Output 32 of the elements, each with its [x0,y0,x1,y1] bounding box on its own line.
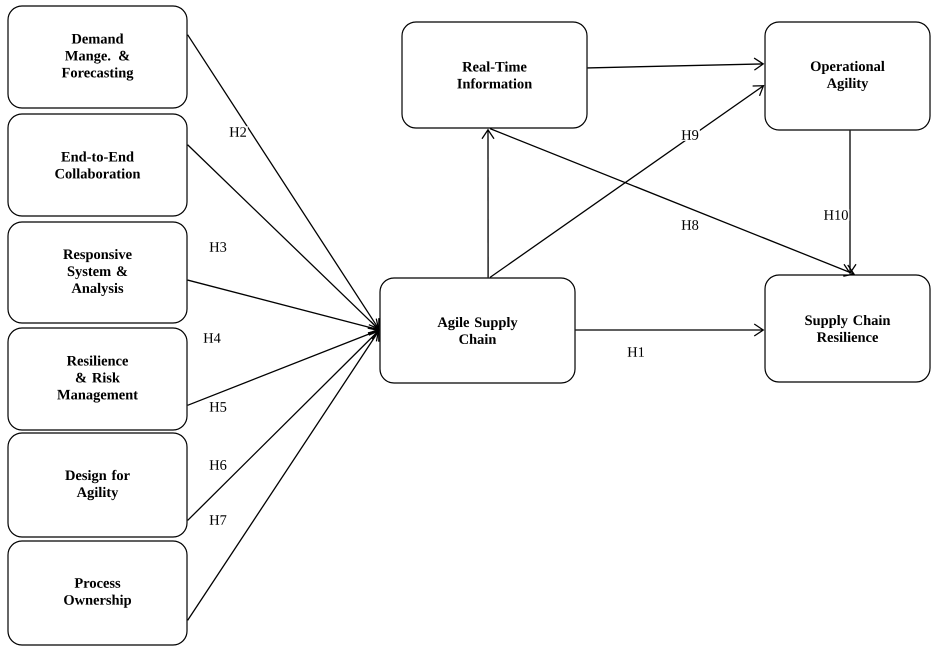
arrow [481,128,495,278]
edge-label: H10 [822,209,850,221]
arrow [588,58,764,71]
edge-label: H5 [208,401,228,413]
concept-box: Supply Chain Resilience [764,274,931,383]
arrow [843,130,857,274]
concept-box: Operational Agility [764,21,931,131]
edge-label: H4 [202,332,222,344]
edge-label: H7 [208,514,228,526]
concept-box: Real-Time Information [401,21,588,129]
concept-box: Responsive System & Analysis [7,221,188,324]
arrow [187,279,380,334]
concept-box: Resilience & Risk Management [7,327,188,431]
arrow [576,323,764,337]
arrow [187,330,380,521]
edge-label: H3 [208,241,228,253]
edge-label: H2 [228,126,248,138]
concept-box: Demand Mange. & Forecasting [7,5,188,109]
arrow [187,34,380,330]
concept-box: End-to-End Collaboration [7,113,188,217]
edge-label: H8 [680,219,700,231]
edge-label: H9 [680,129,700,141]
arrow [490,128,855,277]
arrow [490,85,764,278]
arrow [187,327,380,406]
concept-box: Design for Agility [7,432,188,538]
edge-label: H6 [208,459,228,471]
arrow [187,330,380,621]
edge-label: H1 [626,346,646,358]
concept-box: Agile Supply Chain [379,277,576,384]
concept-box: Process Ownership [7,540,188,646]
arrow [187,144,380,330]
